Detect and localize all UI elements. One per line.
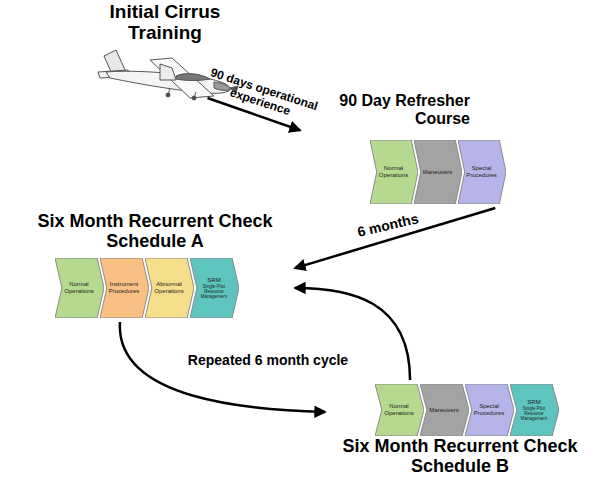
stage-heading: Six Month Recurrent Check Schedule A — [15, 212, 295, 252]
chevron-text-area: Normal Operations — [62, 260, 96, 316]
phase-label: Special Procedures — [465, 165, 498, 179]
phase-label: Normal Operations — [62, 281, 96, 295]
arrow-label: 90 days operational experience — [195, 63, 329, 129]
stage-group: 90 Day Refresher CourseNormal Operations… — [300, 92, 510, 208]
phase-chevron: Maneuvers — [414, 140, 462, 204]
chevron-text-area: Maneuvers — [421, 142, 454, 202]
arrow-label: 6 months — [347, 209, 428, 242]
phase-chevron: Special Procedures — [458, 140, 506, 204]
phase-chevron: SRMSingle Pilot Resource Management — [190, 258, 239, 318]
phase-label: SRM — [527, 399, 540, 406]
phase-label: Maneuvers — [423, 169, 453, 176]
phase-label: Special Procedures — [472, 403, 506, 417]
stage-heading: Initial Cirrus Training — [80, 2, 250, 44]
chevron-shape — [370, 140, 418, 204]
phase-sublabel: Single Pilot Resource Management — [517, 406, 551, 422]
phase-chevron: Normal Operations — [55, 258, 104, 318]
chevron-shape — [100, 258, 149, 318]
chevron-text-area: Instrument Procedures — [107, 260, 141, 316]
chevron-shape — [190, 258, 239, 318]
chevron-text-area: Normal Operations — [382, 386, 416, 434]
chevron-text-area: Special Procedures — [472, 386, 506, 434]
stage-heading: Six Month Recurrent Check Schedule B — [325, 437, 595, 477]
stage-heading: 90 Day Refresher Course — [300, 92, 470, 127]
chevron-text-area: Maneuvers — [427, 386, 461, 434]
chevron-text-area: Abnormal Operations — [152, 260, 186, 316]
phase-label: SRM — [207, 277, 220, 284]
phase-chevron: Abnormal Operations — [145, 258, 194, 318]
chevron-text-area: Special Procedures — [465, 142, 498, 202]
stage-group: Six Month Recurrent Check Schedule A Norm… — [15, 212, 295, 322]
chevron-shape — [465, 384, 514, 436]
phase-chevron: Normal Operations — [375, 384, 424, 436]
stage-group: Six Month Recurrent Check Schedule B Norm… — [325, 380, 595, 480]
arrow-label: Repeated 6 month cycle — [178, 353, 358, 368]
chevron-text-area: SRMSingle Pilot Resource Management — [197, 260, 231, 316]
chevron-text-area: SRMSingle Pilot Resource Management — [517, 386, 551, 434]
phase-label: Normal Operations — [377, 165, 410, 179]
phase-label: Normal Operations — [382, 403, 416, 417]
phase-chevron: Maneuvers — [420, 384, 469, 436]
chevron-shape — [510, 384, 559, 436]
phase-chevron: Instrument Procedures — [100, 258, 149, 318]
phase-label: Instrument Procedures — [107, 281, 141, 295]
phase-chevron: Special Procedures — [465, 384, 514, 436]
chevron-shape — [145, 258, 194, 318]
phase-label: Maneuvers — [429, 407, 459, 414]
chevron-shape — [458, 140, 506, 204]
chevron-shape — [55, 258, 104, 318]
phase-sublabel: Single Pilot Resource Management — [197, 284, 231, 300]
chevron-shape — [375, 384, 424, 436]
chevron-shape — [414, 140, 462, 204]
phase-chevron: SRMSingle Pilot Resource Management — [510, 384, 559, 436]
chevron-text-area: Normal Operations — [377, 142, 410, 202]
phase-chevron: Normal Operations — [370, 140, 418, 204]
flow-arrow — [295, 208, 495, 268]
phase-label: Abnormal Operations — [152, 281, 186, 295]
chevron-shape — [420, 384, 469, 436]
